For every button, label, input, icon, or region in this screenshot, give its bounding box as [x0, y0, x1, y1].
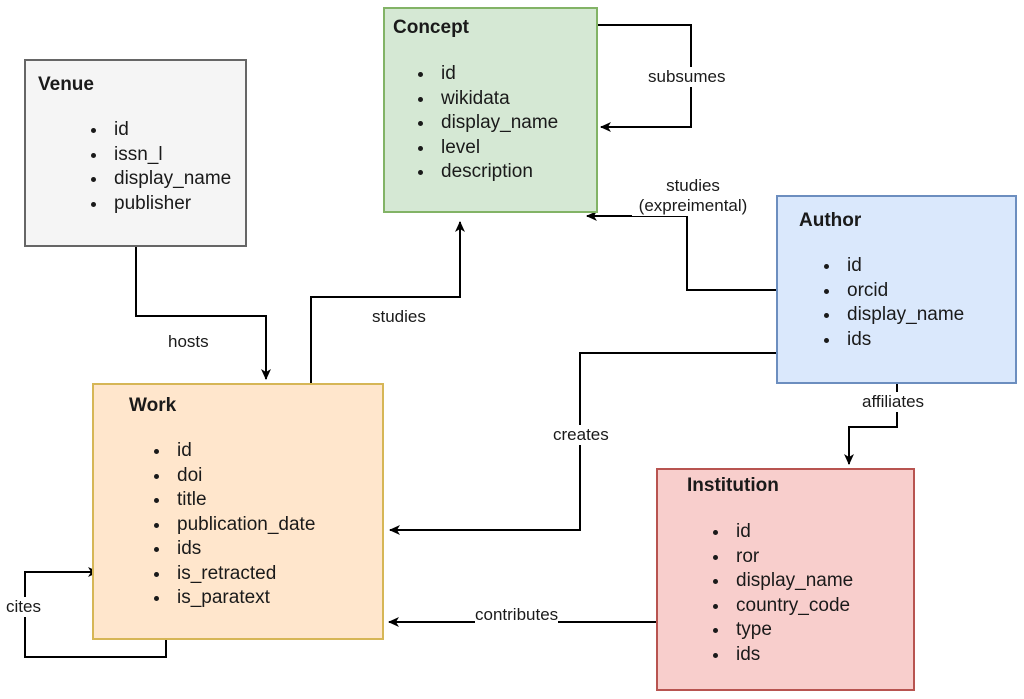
author-title: Author — [799, 210, 862, 231]
work-field: publication_date — [171, 513, 315, 538]
work-fields: id doi title publication_date ids is_ret… — [149, 439, 315, 611]
work-field: doi — [171, 464, 315, 489]
venue-fields: id issn_l display_name publisher — [86, 118, 231, 216]
venue-field: issn_l — [108, 143, 231, 168]
label-affiliates: affiliates — [862, 392, 925, 412]
edge-studies-experimental — [586, 211, 776, 291]
label-contributes: contributes — [475, 605, 559, 625]
author-field: display_name — [841, 303, 964, 328]
label-work-studies: studies — [372, 307, 426, 327]
edge-work-studies — [310, 221, 465, 383]
work-field: ids — [171, 537, 315, 562]
edge-cites — [24, 567, 167, 658]
concept-field: id — [435, 62, 558, 87]
institution-fields: id ror display_name country_code type id… — [708, 520, 853, 667]
label-studies-experimental-line1: studies — [666, 176, 720, 195]
institution-field: type — [730, 618, 853, 643]
concept-entity: Concept id wikidata display_name level d… — [383, 7, 598, 213]
venue-field: publisher — [108, 192, 231, 217]
venue-entity: Venue id issn_l display_name publisher — [24, 59, 247, 247]
label-studies-experimental: studies (expreimental) — [632, 176, 754, 216]
work-field: is_paratext — [171, 586, 315, 611]
institution-field: ids — [730, 643, 853, 668]
label-creates: creates — [553, 425, 609, 445]
institution-field: country_code — [730, 594, 853, 619]
label-cites: cites — [6, 597, 41, 617]
work-field: id — [171, 439, 315, 464]
institution-field: display_name — [730, 569, 853, 594]
concept-title: Concept — [393, 17, 469, 38]
author-entity: Author id orcid display_name ids — [776, 195, 1017, 384]
concept-field: description — [435, 160, 558, 185]
concept-field: wikidata — [435, 87, 558, 112]
work-field: title — [171, 488, 315, 513]
label-hosts: hosts — [168, 332, 209, 352]
concept-fields: id wikidata display_name level descripti… — [413, 62, 558, 185]
institution-field: id — [730, 520, 853, 545]
label-subsumes: subsumes — [648, 67, 726, 87]
author-fields: id orcid display_name ids — [819, 254, 964, 352]
venue-field: id — [108, 118, 231, 143]
author-field: orcid — [841, 279, 964, 304]
concept-field: display_name — [435, 111, 558, 136]
edge-hosts — [135, 247, 271, 380]
label-studies-experimental-line2: (expreimental) — [632, 196, 754, 216]
work-field: is_retracted — [171, 562, 315, 587]
venue-title: Venue — [38, 74, 94, 95]
venue-field: display_name — [108, 167, 231, 192]
work-entity: Work id doi title publication_date ids i… — [92, 383, 384, 640]
author-field: id — [841, 254, 964, 279]
institution-field: ror — [730, 545, 853, 570]
institution-entity: Institution id ror display_name country_… — [656, 468, 915, 691]
concept-field: level — [435, 136, 558, 161]
institution-title: Institution — [687, 475, 779, 496]
author-field: ids — [841, 328, 964, 353]
work-title: Work — [129, 395, 177, 416]
